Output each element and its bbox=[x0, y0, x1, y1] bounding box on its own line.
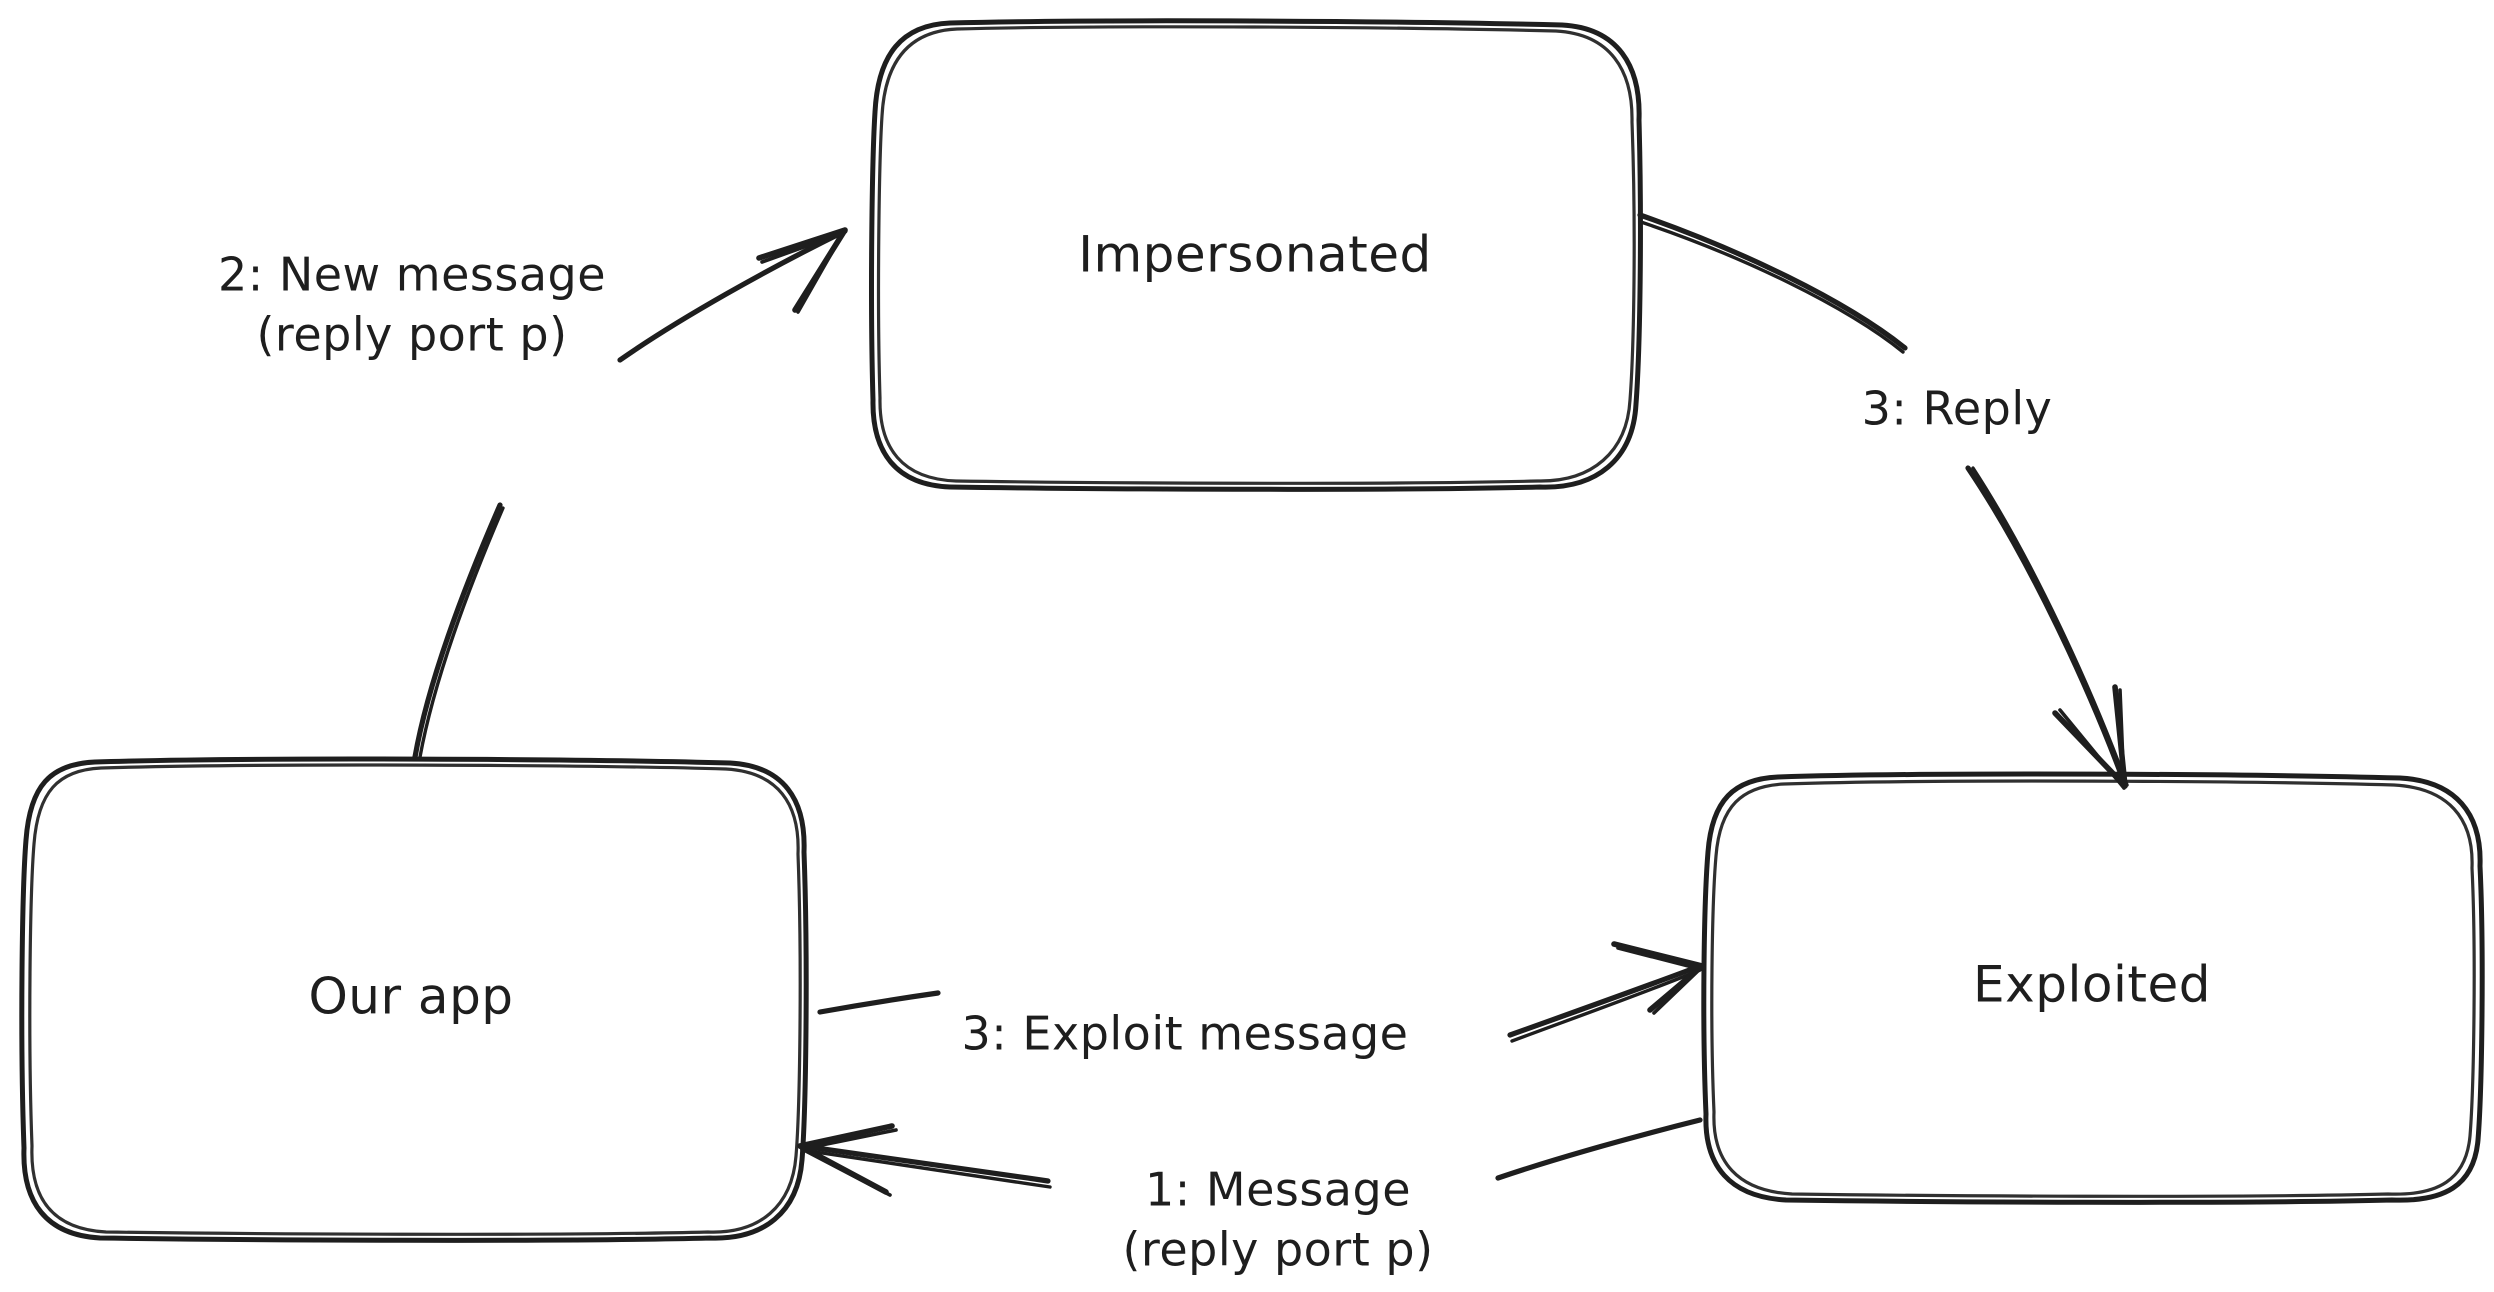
node-impersonated-outline-sketch bbox=[876, 25, 1636, 485]
edge-new-message-line-lower-sketch bbox=[418, 506, 505, 759]
edge-reply[interactable]: 3: Reply bbox=[1637, 212, 2129, 790]
node-impersonated-label: Impersonated bbox=[1078, 226, 1432, 284]
edge-message[interactable]: 1: Message (reply port p) bbox=[797, 1117, 1703, 1277]
edge-exploit-message-line-right-sketch bbox=[1510, 968, 1702, 1043]
edge-message-label-line2: (reply port p) bbox=[1122, 1223, 1433, 1277]
edge-exploit-message[interactable]: 3: Exploit message bbox=[817, 941, 1705, 1061]
edge-new-message-label-line1: 2: New message bbox=[218, 248, 606, 302]
node-exploited[interactable]: Exploited bbox=[1701, 771, 2485, 1205]
edge-reply-line-lower-sketch bbox=[1971, 466, 2129, 787]
node-exploited-outline bbox=[1701, 771, 2485, 1205]
edge-exploit-message-label: 3: Exploit message bbox=[962, 1007, 1409, 1061]
edge-message-line-left bbox=[799, 1143, 1051, 1184]
edge-exploit-message-arrowhead-sketch bbox=[1616, 946, 1702, 1015]
edge-reply-label: 3: Reply bbox=[1862, 382, 2053, 436]
edge-reply-line-upper-sketch bbox=[1639, 220, 1905, 354]
edge-reply-line-upper bbox=[1637, 212, 1908, 351]
edge-reply-arrowhead-sketch bbox=[2058, 688, 2126, 790]
edge-exploit-message-line-left bbox=[817, 990, 941, 1015]
edge-message-line-right bbox=[1495, 1117, 1703, 1181]
node-exploited-outline-sketch bbox=[1710, 779, 2476, 1198]
edge-new-message-line-upper bbox=[617, 228, 848, 363]
edge-new-message[interactable]: 2: New message (reply port p) bbox=[218, 227, 848, 760]
edge-new-message-label-line2: (reply port p) bbox=[256, 308, 567, 362]
edge-exploit-message-line-right bbox=[1507, 963, 1703, 1038]
edge-message-arrowhead-sketch bbox=[800, 1128, 898, 1197]
edge-new-message-line-lower bbox=[412, 502, 503, 760]
node-our-app[interactable]: Our app bbox=[19, 756, 809, 1243]
node-our-app-label: Our app bbox=[308, 968, 513, 1026]
node-our-app-outline bbox=[19, 756, 809, 1243]
edge-new-message-arrowhead-sketch bbox=[760, 231, 845, 314]
node-impersonated-outline bbox=[869, 18, 1643, 492]
edge-reply-line-lower bbox=[1965, 465, 2128, 788]
node-our-app-outline-sketch bbox=[28, 763, 802, 1236]
node-impersonated[interactable]: Impersonated bbox=[869, 18, 1643, 492]
edge-message-line-left-sketch bbox=[800, 1148, 1052, 1189]
edge-message-label-line1: 1: Message bbox=[1145, 1163, 1411, 1217]
node-exploited-label: Exploited bbox=[1973, 956, 2211, 1014]
